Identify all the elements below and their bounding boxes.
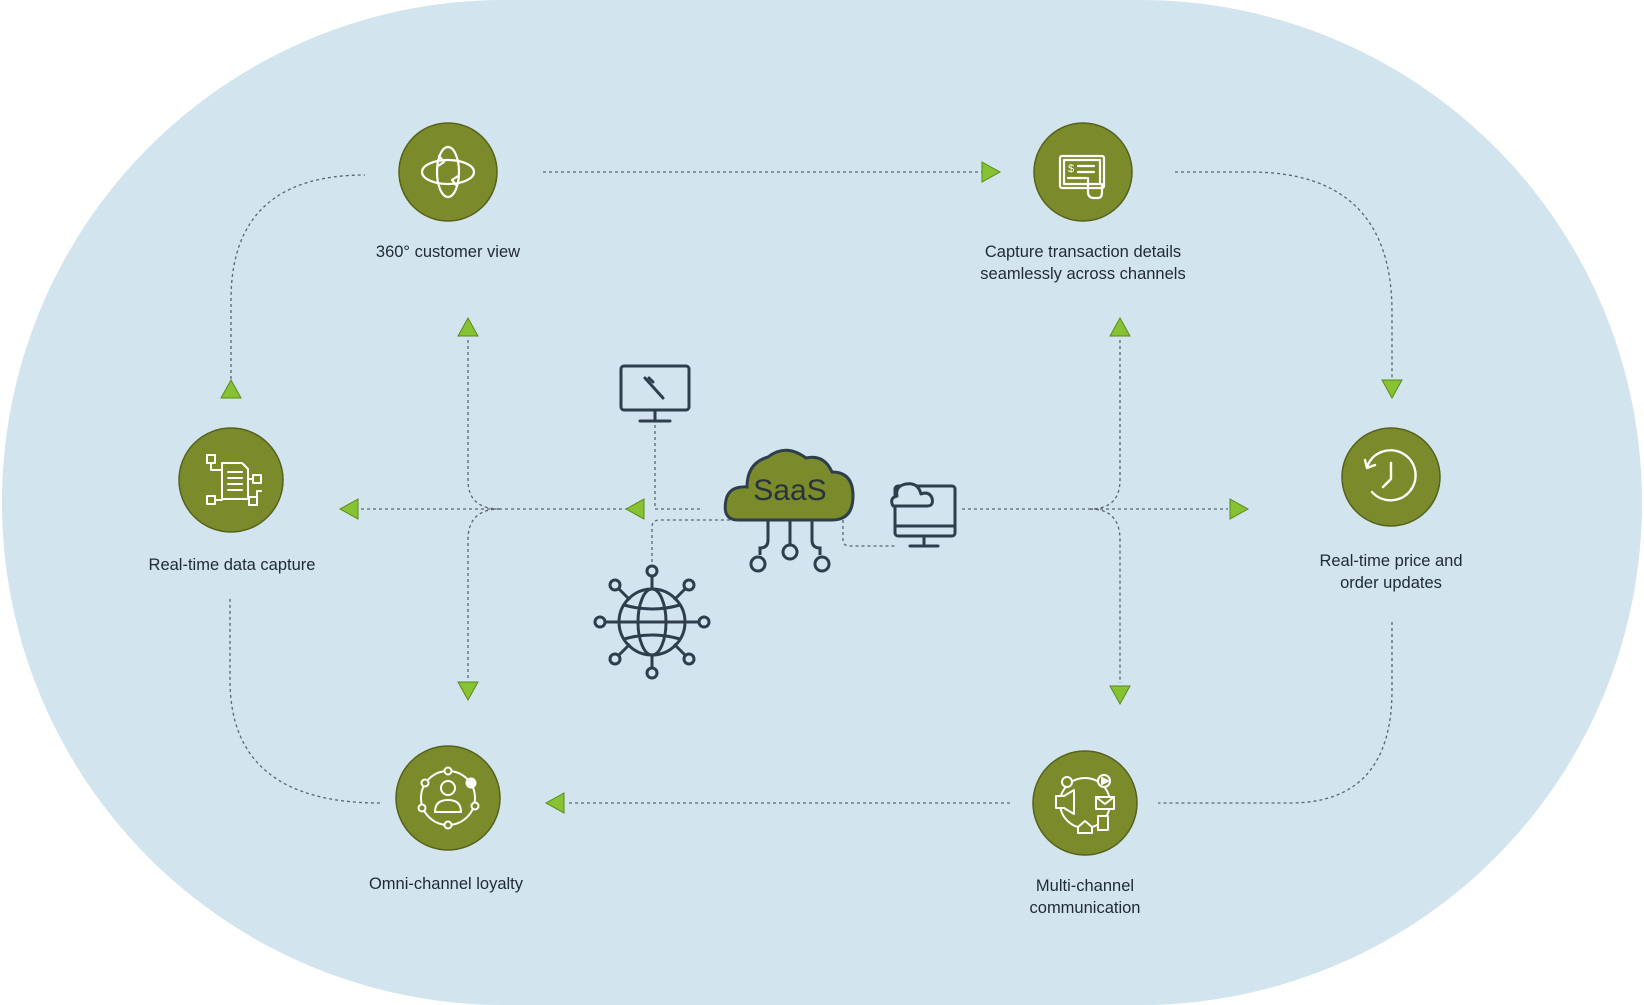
saas-label: SaaS	[753, 474, 826, 507]
line-loyalty-to-datacapture	[229, 598, 381, 804]
arrow-down	[457, 681, 479, 702]
node-label: Capture transaction details	[985, 243, 1181, 261]
orbit-sphere-icon	[420, 145, 476, 199]
cloud-icon: SaaS	[723, 448, 855, 573]
line-datacapture-to-customer	[230, 174, 366, 385]
globe-network-icon	[593, 564, 711, 680]
arrow-up	[220, 378, 242, 399]
node-label: seamlessly across channels	[980, 265, 1185, 283]
arrow-left	[624, 498, 645, 520]
flow-lines	[229, 171, 1393, 804]
arrow-up	[1109, 316, 1131, 337]
arrowheads	[220, 161, 1403, 814]
arrow-right	[1229, 498, 1250, 520]
node-transaction: $ Capture transaction details seamlessly…	[980, 122, 1186, 283]
arrow-left	[338, 498, 359, 520]
arrow-down	[1381, 379, 1403, 400]
line-cloud-to-monitor	[842, 520, 895, 547]
desktop-monitor-icon	[619, 364, 691, 423]
node-customer-view: 360° customer view	[376, 122, 520, 261]
arrow-up	[457, 316, 479, 337]
line-hub-left-down	[467, 508, 501, 680]
payment-screen-icon: $	[1058, 154, 1106, 200]
refresh-clock-icon	[1363, 449, 1417, 502]
arrow-left	[544, 792, 565, 814]
node-label: Real-time data capture	[149, 556, 316, 574]
line-price-to-multichannel	[1158, 622, 1393, 804]
node-label: Real-time price and	[1319, 552, 1462, 570]
node-multichannel: Multi-channel communication	[1030, 750, 1141, 917]
node-label: order updates	[1340, 574, 1442, 592]
node-label: Multi-channel	[1036, 877, 1134, 895]
line-hub-right-down	[1089, 508, 1121, 683]
node-label: 360° customer view	[376, 243, 520, 261]
node-data-capture: Real-time data capture	[149, 427, 316, 574]
node-loyalty: Omni-channel loyalty	[369, 745, 524, 893]
svg-text:$: $	[1068, 163, 1074, 175]
node-label: communication	[1030, 899, 1141, 917]
line-transaction-to-price	[1175, 171, 1393, 378]
multichannel-icon	[1055, 774, 1115, 834]
line-monitor-to-cloud	[654, 425, 700, 510]
document-flow-icon	[206, 454, 262, 506]
node-label: Omni-channel loyalty	[369, 875, 524, 893]
line-hub-left-up	[467, 340, 501, 510]
line-hub-right-up	[1089, 340, 1121, 510]
node-price-updates: Real-time price and order updates	[1319, 427, 1463, 592]
cloud-monitor-icon	[890, 482, 957, 548]
arrow-right	[981, 161, 1002, 183]
arrow-down	[1109, 685, 1131, 706]
people-network-icon	[417, 766, 480, 830]
